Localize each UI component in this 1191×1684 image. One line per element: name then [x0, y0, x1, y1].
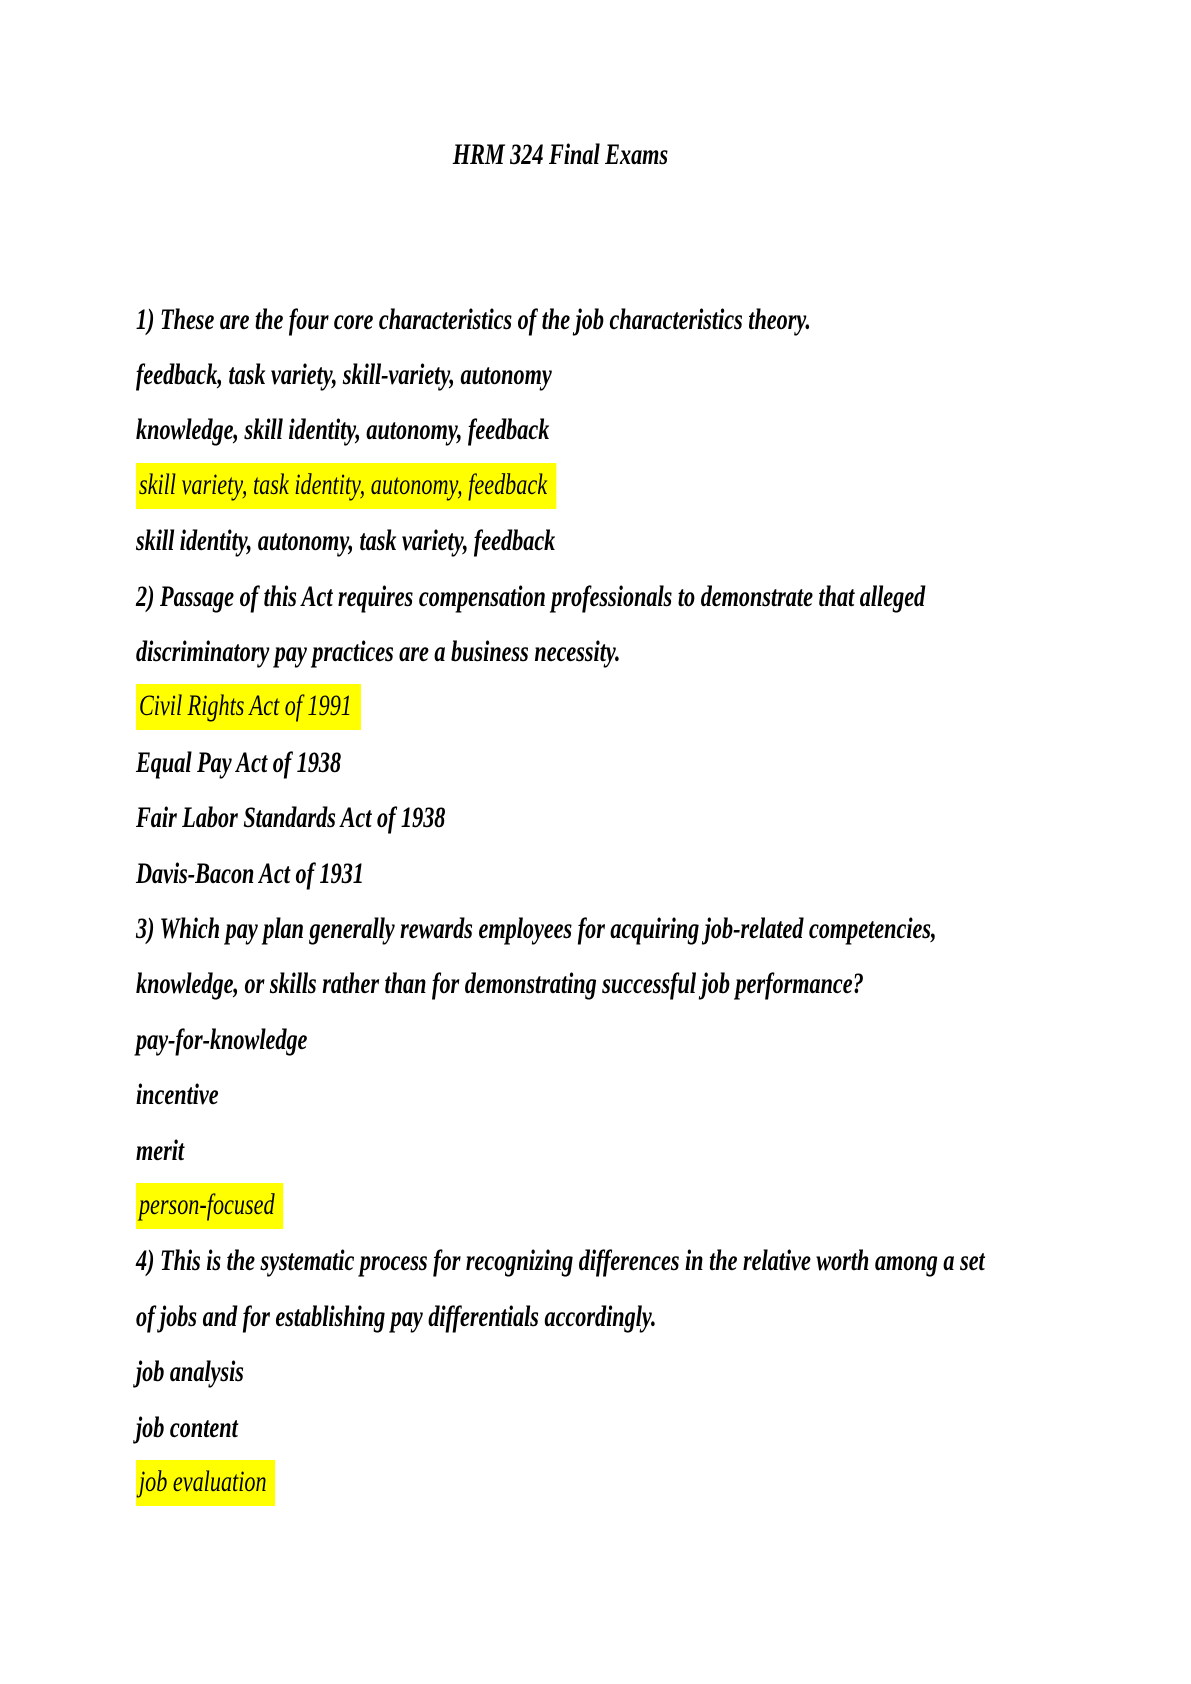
highlighted-answer-text: person-focused — [136, 1182, 284, 1229]
highlighted-answer-text: Civil Rights Act of 1991 — [136, 684, 361, 731]
correct-answer-line: job evaluation — [136, 1455, 1151, 1510]
option-line: merit — [136, 1123, 1151, 1178]
question-line: 1) These are the four core characteristi… — [136, 292, 1151, 347]
line-text: Equal Pay Act of 1938 — [136, 745, 342, 779]
option-line: knowledge, skill identity, autonomy, fee… — [136, 403, 1151, 458]
line-text: 1) These are the four core characteristi… — [136, 302, 811, 336]
option-line: Fair Labor Standards Act of 1938 — [136, 791, 1151, 846]
line-text: knowledge, skill identity, autonomy, fee… — [136, 413, 550, 447]
document-title-text: HRM 324 Final Exams — [452, 138, 668, 171]
line-text: job analysis — [136, 1355, 244, 1389]
option-line: Equal Pay Act of 1938 — [136, 735, 1151, 790]
line-text: 4) This is the systematic process for re… — [136, 1244, 985, 1278]
line-text: discriminatory pay practices are a busin… — [136, 635, 621, 669]
line-text: Davis-Bacon Act of 1931 — [136, 856, 364, 890]
option-line: Davis-Bacon Act of 1931 — [136, 846, 1151, 901]
line-text: feedback, task variety, skill-variety, a… — [136, 358, 552, 392]
correct-answer-line: skill variety, task identity, autonomy, … — [136, 458, 1151, 513]
line-text: Fair Labor Standards Act of 1938 — [136, 801, 446, 835]
question-line: 4) This is the systematic process for re… — [136, 1234, 1151, 1289]
line-text: 3) Which pay plan generally rewards empl… — [136, 911, 937, 945]
question-line: discriminatory pay practices are a busin… — [136, 624, 1151, 679]
option-line: job analysis — [136, 1344, 1151, 1399]
question-line: of jobs and for establishing pay differe… — [136, 1289, 1151, 1344]
line-text: pay-for-knowledge — [136, 1022, 308, 1056]
highlighted-answer-text: job evaluation — [136, 1459, 276, 1506]
line-text: skill identity, autonomy, task variety, … — [136, 524, 556, 558]
question-line: 3) Which pay plan generally rewards empl… — [136, 901, 1151, 956]
highlighted-answer-text: skill variety, task identity, autonomy, … — [136, 462, 556, 509]
option-line: feedback, task variety, skill-variety, a… — [136, 347, 1151, 402]
question-line: 2) Passage of this Act requires compensa… — [136, 569, 1151, 624]
line-text: knowledge, or skills rather than for dem… — [136, 967, 864, 1001]
option-line: skill identity, autonomy, task variety, … — [136, 514, 1151, 569]
correct-answer-line: Civil Rights Act of 1991 — [136, 680, 1151, 735]
option-line: incentive — [136, 1067, 1151, 1122]
question-line: knowledge, or skills rather than for dem… — [136, 957, 1151, 1012]
correct-answer-line: person-focused — [136, 1178, 1151, 1233]
line-text: job content — [136, 1410, 238, 1444]
line-text: 2) Passage of this Act requires compensa… — [136, 579, 926, 613]
line-text: incentive — [136, 1078, 219, 1112]
document-title: HRM 324 Final Exams — [0, 138, 1120, 172]
option-line: pay-for-knowledge — [136, 1012, 1151, 1067]
option-line: job content — [136, 1400, 1151, 1455]
line-text: of jobs and for establishing pay differe… — [136, 1299, 657, 1333]
line-text: merit — [136, 1133, 185, 1167]
document-body: 1) These are the four core characteristi… — [136, 292, 1151, 1511]
